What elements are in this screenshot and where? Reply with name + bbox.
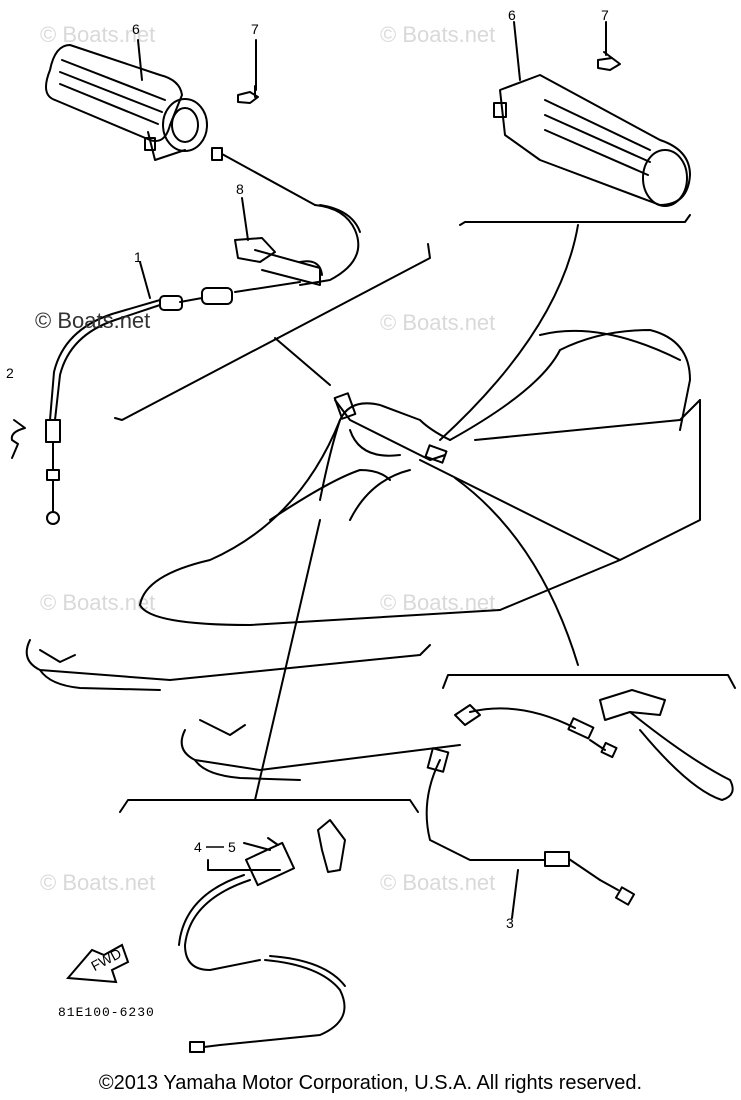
leader-line (241, 197, 249, 241)
screw-right (597, 51, 621, 71)
left-grip (45, 44, 208, 161)
leader-line (254, 519, 321, 801)
callout-8: 8 (236, 181, 244, 197)
brake-lever (599, 689, 734, 801)
callout-6: 6 (132, 21, 140, 37)
callout-7: 7 (251, 21, 259, 37)
brake-cable (425, 704, 636, 906)
callout-6-right: 6 (508, 7, 516, 23)
fwd-arrow: FWD (65, 943, 130, 984)
right-grip (493, 74, 691, 207)
watermark: © Boats.net (380, 870, 495, 895)
callout-1: 1 (134, 249, 142, 265)
watermark: © Boats.net (380, 22, 495, 47)
bracket-lower-right (442, 674, 736, 689)
bracket-lower-left (119, 799, 419, 813)
watermark: © Boats.net (40, 870, 155, 895)
throttle-cable (211, 147, 361, 286)
leader-line (513, 21, 521, 81)
callout-3: 3 (506, 915, 514, 931)
part-code: 81E100-6230 (58, 1005, 155, 1020)
throttle-lever (234, 237, 323, 286)
callout-2: 2 (6, 365, 14, 381)
watermark-layer: © Boats.net © Boats.net © Boats.net © Bo… (40, 22, 495, 895)
snowmobile-body (25, 329, 701, 781)
leader-line (454, 477, 579, 666)
watermark: © Boats.net (40, 22, 155, 47)
fwd-label: FWD (88, 945, 124, 974)
watermark-dark: © Boats.net (35, 308, 150, 333)
callout-5: 5 (228, 839, 236, 855)
parts-diagram: © Boats.net © Boats.net © Boats.net © Bo… (6, 7, 736, 1053)
leader-line (439, 224, 579, 441)
copyright-notice: ©2013 Yamaha Motor Corporation, U.S.A. A… (98, 1072, 643, 1094)
bracket-upper (459, 214, 691, 226)
main-cable (45, 281, 301, 525)
watermark: © Boats.net (40, 590, 155, 615)
leader-line (139, 261, 151, 299)
clip-part (10, 419, 26, 459)
leader-line (274, 337, 331, 386)
leader-line (511, 869, 519, 919)
lower-cable (178, 837, 346, 1053)
callout-4: 4 (194, 839, 202, 855)
watermark: © Boats.net (380, 310, 495, 335)
callout-7-right: 7 (601, 7, 609, 23)
cable-bracket (317, 819, 346, 873)
leader-line (137, 39, 143, 81)
leader-line (243, 842, 271, 851)
